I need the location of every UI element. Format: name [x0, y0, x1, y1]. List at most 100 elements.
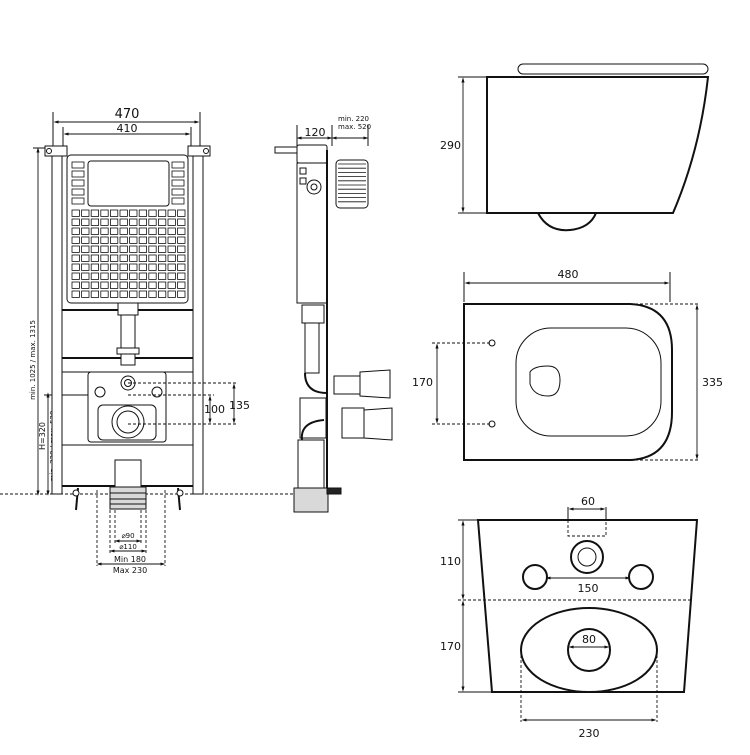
cistern-tile [157, 281, 167, 289]
cistern-tile [119, 236, 128, 244]
cistern-tile [177, 272, 186, 280]
dim-spacing-135: 135 [229, 399, 250, 412]
dim-outlet-dia: 80 [582, 633, 596, 646]
cistern-tile [90, 254, 99, 262]
cistern-tile [157, 245, 167, 253]
cistern-tile [90, 236, 99, 244]
cistern-tile [71, 161, 85, 169]
cistern-tile [157, 209, 167, 217]
cistern-tile [71, 290, 80, 298]
cistern-tile [167, 245, 176, 253]
cistern-tile [110, 272, 119, 280]
cistern-tile [177, 245, 186, 253]
cistern-tile [119, 227, 128, 235]
cistern-tile [81, 209, 90, 217]
cistern-tile [177, 209, 186, 217]
cistern-tile [148, 263, 157, 271]
cistern-tile [138, 236, 147, 244]
cistern-tile [167, 290, 176, 298]
cistern-tile [90, 245, 99, 253]
cistern-tile [148, 290, 157, 298]
cistern-tile [100, 236, 109, 244]
cistern-tile [110, 263, 119, 271]
bowl-top-view: 480 335 170 [412, 268, 723, 461]
cistern-tile [171, 179, 185, 187]
cistern-tile [157, 218, 167, 226]
cistern-tile [100, 290, 109, 298]
cistern-tile [100, 245, 109, 253]
cistern-tile [110, 227, 119, 235]
cistern-tile [81, 218, 90, 226]
cistern-tile [148, 272, 157, 280]
cistern-tile [110, 245, 119, 253]
cistern-tile [138, 254, 147, 262]
dim-bowl-width: 335 [702, 376, 723, 389]
cistern-tile [167, 227, 176, 235]
cistern-tile [119, 209, 128, 217]
cistern-tile [119, 245, 128, 253]
cistern-tile [138, 209, 147, 217]
cistern-tile [71, 272, 80, 280]
cistern-tile [138, 272, 147, 280]
cistern-tile [138, 281, 147, 289]
cistern-tile [167, 254, 176, 262]
cistern-tile [167, 209, 176, 217]
cistern-tile [110, 254, 119, 262]
cistern-tile [119, 272, 128, 280]
flush-ribs [338, 163, 366, 203]
dim-upper-height: 110 [440, 555, 461, 568]
cistern-tile [81, 272, 90, 280]
cistern-tile [138, 227, 147, 235]
cistern-tile [119, 218, 128, 226]
cistern-tile [129, 263, 138, 271]
cistern-tile [71, 236, 80, 244]
cistern-tile [129, 272, 138, 280]
cistern-tile [148, 245, 157, 253]
cistern-tile [71, 245, 80, 253]
dim-pipe-110: ⌀110 [119, 543, 137, 551]
cistern-tile [129, 290, 138, 298]
dim-inlet-dia: 60 [581, 495, 595, 508]
cistern-tile [90, 281, 99, 289]
cistern-tile [167, 263, 176, 271]
cistern-tile [71, 197, 85, 205]
cistern-tile [138, 245, 147, 253]
cistern-tile [129, 227, 138, 235]
cistern-tile [71, 263, 80, 271]
cistern-tile [100, 272, 109, 280]
cistern-tile [90, 263, 99, 271]
cistern-tile [71, 281, 80, 289]
cistern-tile [148, 254, 157, 262]
dim-frame-width-outer: 470 [115, 107, 140, 122]
cistern-tile [157, 227, 167, 235]
cistern-tile [119, 281, 128, 289]
frame-side-view: 120 min. 220 max. 520 [274, 115, 393, 513]
cistern-tile [148, 227, 157, 235]
cistern-tile [100, 263, 109, 271]
cistern-tile [81, 290, 90, 298]
dim-frame-height-range: min. 1025 / max. 1315 [29, 320, 37, 400]
cistern-tile [138, 263, 147, 271]
cistern-tile [177, 218, 186, 226]
dim-spacing-100: 100 [204, 403, 225, 416]
cistern-tile [71, 254, 80, 262]
cistern-tile [81, 236, 90, 244]
cistern-tile [110, 218, 119, 226]
cistern-tile [81, 227, 90, 235]
cistern-tile [167, 218, 176, 226]
cistern-tile [90, 272, 99, 280]
cistern-tile [129, 218, 138, 226]
cistern-tile [148, 236, 157, 244]
dim-frame-depth: 120 [305, 126, 326, 139]
cistern-tile [110, 281, 119, 289]
cistern-tile [100, 281, 109, 289]
cistern-tile [81, 263, 90, 271]
dim-frame-width-inner: 410 [117, 122, 138, 135]
cistern-tile [177, 263, 186, 271]
cistern-tile [71, 170, 85, 178]
dim-bolt-spacing: 150 [578, 582, 599, 595]
cistern-tile [100, 254, 109, 262]
cistern-tile [171, 170, 185, 178]
cistern-tile [119, 254, 128, 262]
